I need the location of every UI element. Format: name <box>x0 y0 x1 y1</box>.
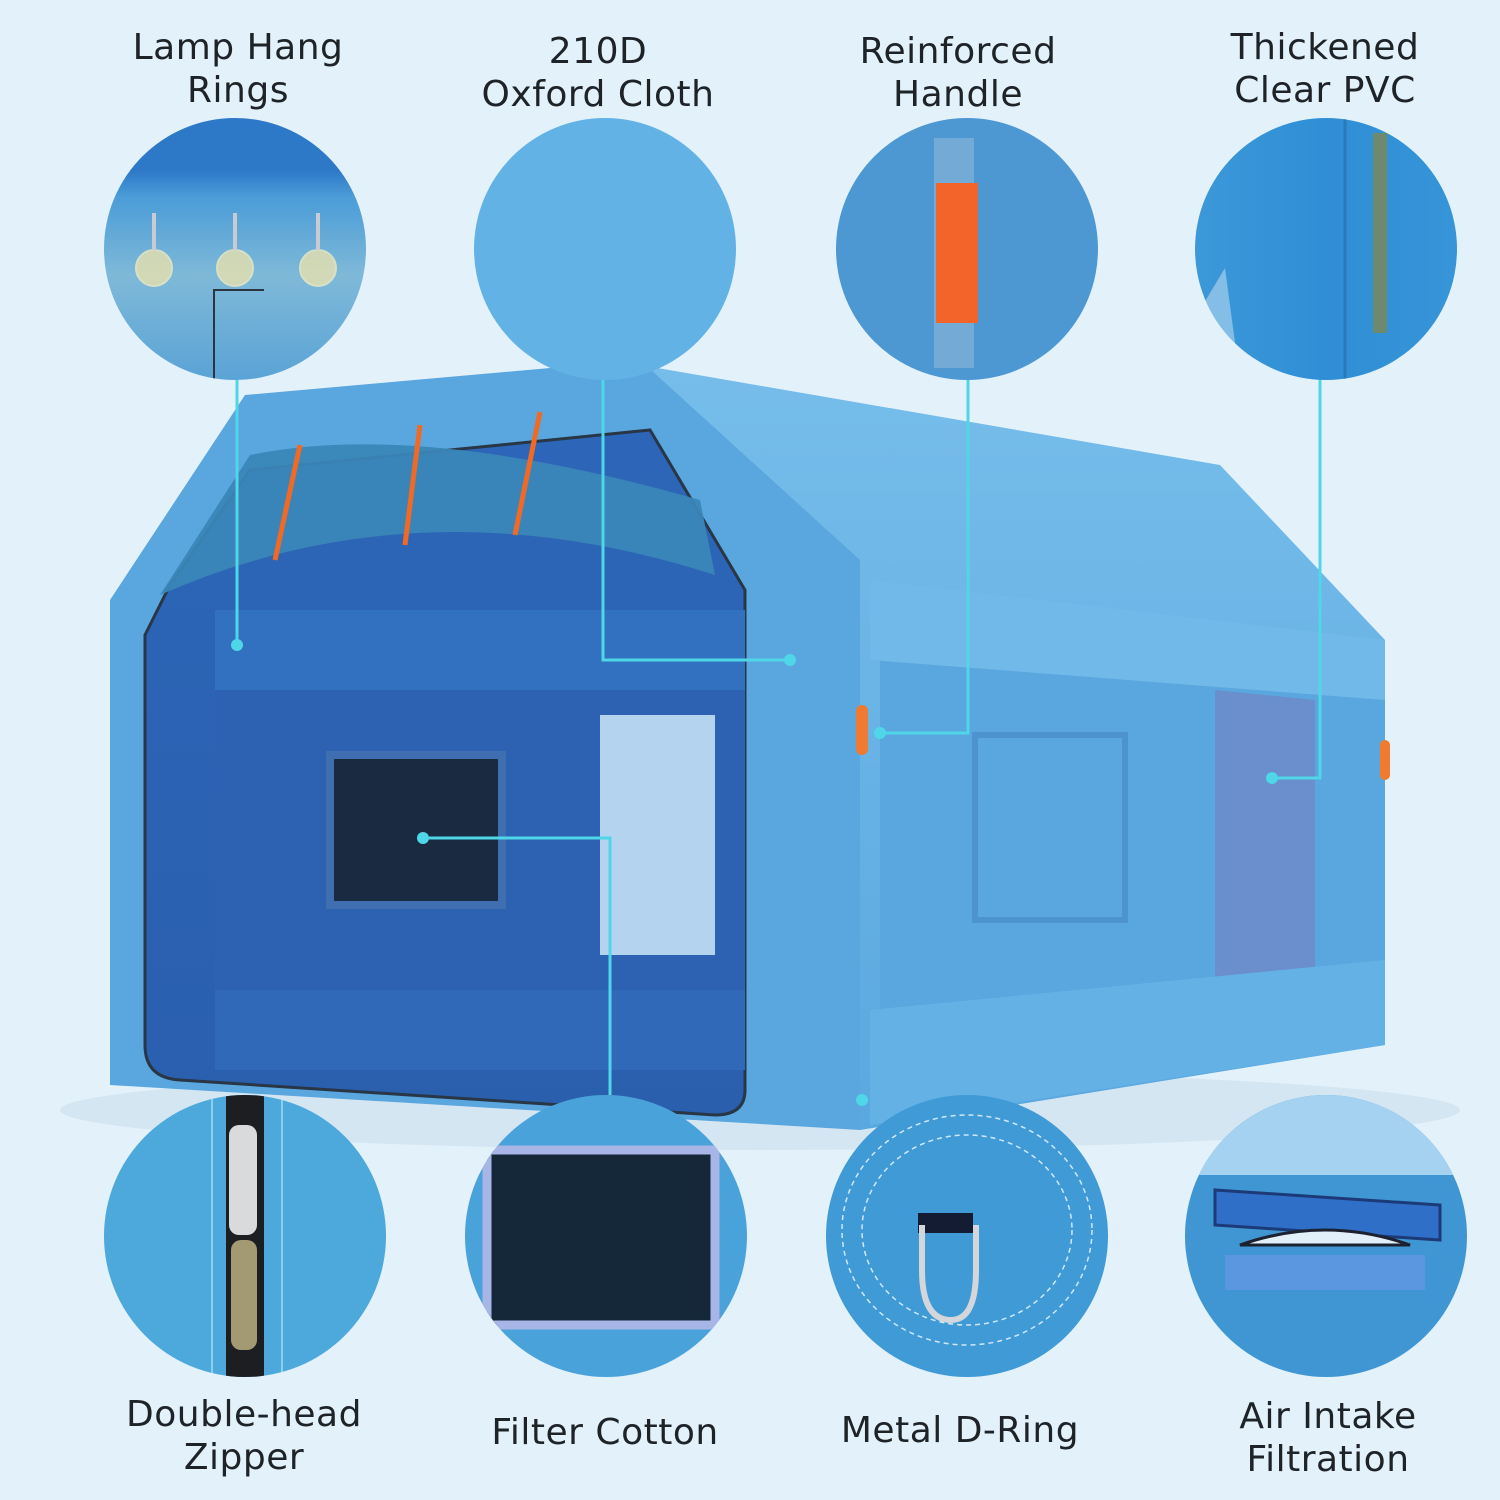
feature-label-metal-d-ring: Metal D-Ring <box>810 1409 1110 1452</box>
feature-image-air-intake-filtration <box>1185 1095 1467 1377</box>
label-line-1: Metal D-Ring <box>840 1410 1080 1451</box>
label-line-1: Reinforced <box>859 31 1057 72</box>
label-line-2: Filtration <box>1246 1439 1410 1480</box>
feature-label-lamp-hang-rings: Lamp Hang Rings <box>88 26 388 112</box>
feature-label-reinforced-handle: Reinforced Handle <box>808 30 1108 116</box>
label-line-1: Thickened <box>1230 27 1420 68</box>
label-line-1: Double-head <box>126 1394 362 1435</box>
label-line-2: Zipper <box>183 1437 305 1478</box>
feature-image-double-head-zipper <box>104 1095 386 1377</box>
label-line-1: Filter Cotton <box>491 1412 719 1453</box>
light-bulb-icon <box>135 213 337 380</box>
feature-image-reinforced-handle <box>836 118 1098 380</box>
label-line-2: Handle <box>893 74 1023 115</box>
label-line-2: Rings <box>187 70 289 111</box>
label-line-2: Clear PVC <box>1234 70 1416 111</box>
filter-pad-icon <box>482 1145 720 1330</box>
label-line-1: Air Intake <box>1239 1396 1417 1437</box>
label-line-1: Lamp Hang <box>132 27 344 68</box>
feature-label-clear-pvc: Thickened Clear PVC <box>1175 26 1475 112</box>
feature-label-air-intake-filtration: Air Intake Filtration <box>1178 1395 1478 1481</box>
feature-label-oxford-cloth: 210D Oxford Cloth <box>448 30 748 116</box>
label-line-1: 210D <box>548 31 648 72</box>
zipper-icon <box>211 1095 283 1377</box>
feature-image-lamp-hang-rings <box>104 118 366 380</box>
label-line-2: Oxford Cloth <box>481 74 715 115</box>
feature-image-metal-d-ring <box>826 1095 1108 1377</box>
feature-image-filter-cotton <box>465 1095 747 1377</box>
feature-label-filter-cotton: Filter Cotton <box>455 1411 755 1454</box>
feature-image-oxford-cloth <box>474 118 736 380</box>
pvc-window-icon <box>1195 118 1387 380</box>
feature-label-double-head-zipper: Double-head Zipper <box>94 1393 394 1479</box>
air-intake-icon <box>1185 1095 1467 1290</box>
d-ring-icon <box>841 1114 1093 1346</box>
feature-image-clear-pvc <box>1195 118 1457 380</box>
handle-strap-icon <box>934 138 978 368</box>
